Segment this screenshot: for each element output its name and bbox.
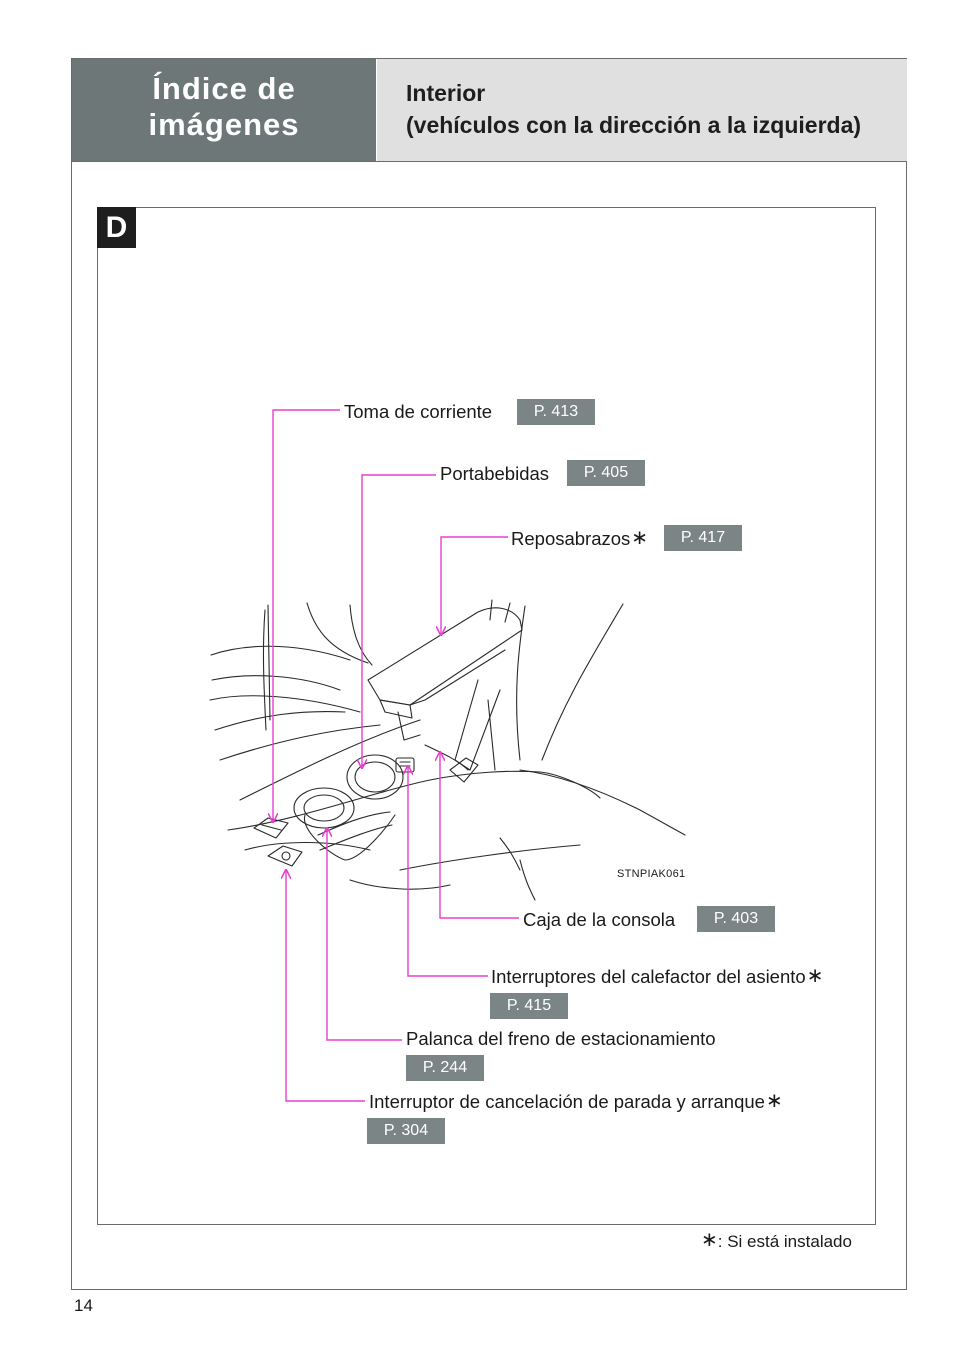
section-tab: Índice de imágenes (72, 59, 376, 161)
callout-parking-brake-page[interactable]: P. 244 (406, 1055, 484, 1081)
leader-console-box (440, 752, 519, 919)
callout-stop-start-label: Interruptor de cancelación de parada y a… (369, 1091, 765, 1112)
optional-asterisk-icon: ∗ (631, 527, 649, 549)
callout-seat-heater: Interruptores del calefactor del asiento… (491, 965, 824, 988)
callout-parking-brake-label: Palanca del freno de estacionamiento (406, 1028, 716, 1049)
image-code: STNPIAK061 (617, 868, 686, 880)
leader-cup-holders (362, 474, 436, 768)
leader-lines (273, 409, 519, 1102)
page-frame (71, 58, 907, 1290)
section-title-line1: Índice de (152, 71, 296, 106)
callout-console-box-page[interactable]: P. 403 (697, 906, 775, 932)
leader-power-outlet (273, 409, 340, 822)
callout-armrest: Reposabrazos∗ (511, 527, 649, 550)
footnote: ∗: Si está instalado (700, 1228, 852, 1253)
section-title-line2: imágenes (148, 107, 300, 142)
optional-asterisk-icon: ∗ (806, 965, 824, 987)
page-title-line2: (vehículos con la dirección a la izquier… (406, 112, 862, 138)
callout-seat-heater-label: Interruptores del calefactor del asiento (491, 966, 806, 987)
leader-parking-brake (327, 828, 402, 1041)
page-title-line1: Interior (406, 80, 486, 106)
console-drawing (209, 599, 686, 901)
callout-cup-holders-label: Portabebidas (440, 463, 550, 484)
callout-power-outlet-label: Toma de corriente (344, 401, 493, 422)
footnote-text: : Si está instalado (717, 1232, 852, 1251)
callout-seat-heater-page[interactable]: P. 415 (490, 993, 568, 1019)
callout-armrest-label: Reposabrazos (511, 528, 631, 549)
callout-stop-start: Interruptor de cancelación de parada y a… (369, 1090, 783, 1113)
header-divider (72, 161, 907, 162)
callout-stop-start-page[interactable]: P. 304 (367, 1118, 445, 1144)
callout-power-outlet-page[interactable]: P. 413 (517, 399, 595, 425)
page-number: 14 (74, 1296, 93, 1315)
callout-cup-holders-page[interactable]: P. 405 (567, 460, 645, 486)
optional-asterisk-icon: ∗ (765, 1090, 783, 1112)
figure-tag: D (97, 207, 136, 248)
callout-armrest-page[interactable]: P. 417 (664, 525, 742, 551)
figure-box (97, 207, 876, 1225)
leader-armrest (441, 536, 508, 635)
leader-seat-heater (408, 766, 488, 977)
footnote-asterisk-icon: ∗ (701, 1229, 718, 1251)
callout-console-box-label: Caja de la consola (523, 909, 676, 930)
page-title: Interior (vehículos con la dirección a l… (377, 59, 907, 161)
leader-stop-start (286, 870, 365, 1102)
